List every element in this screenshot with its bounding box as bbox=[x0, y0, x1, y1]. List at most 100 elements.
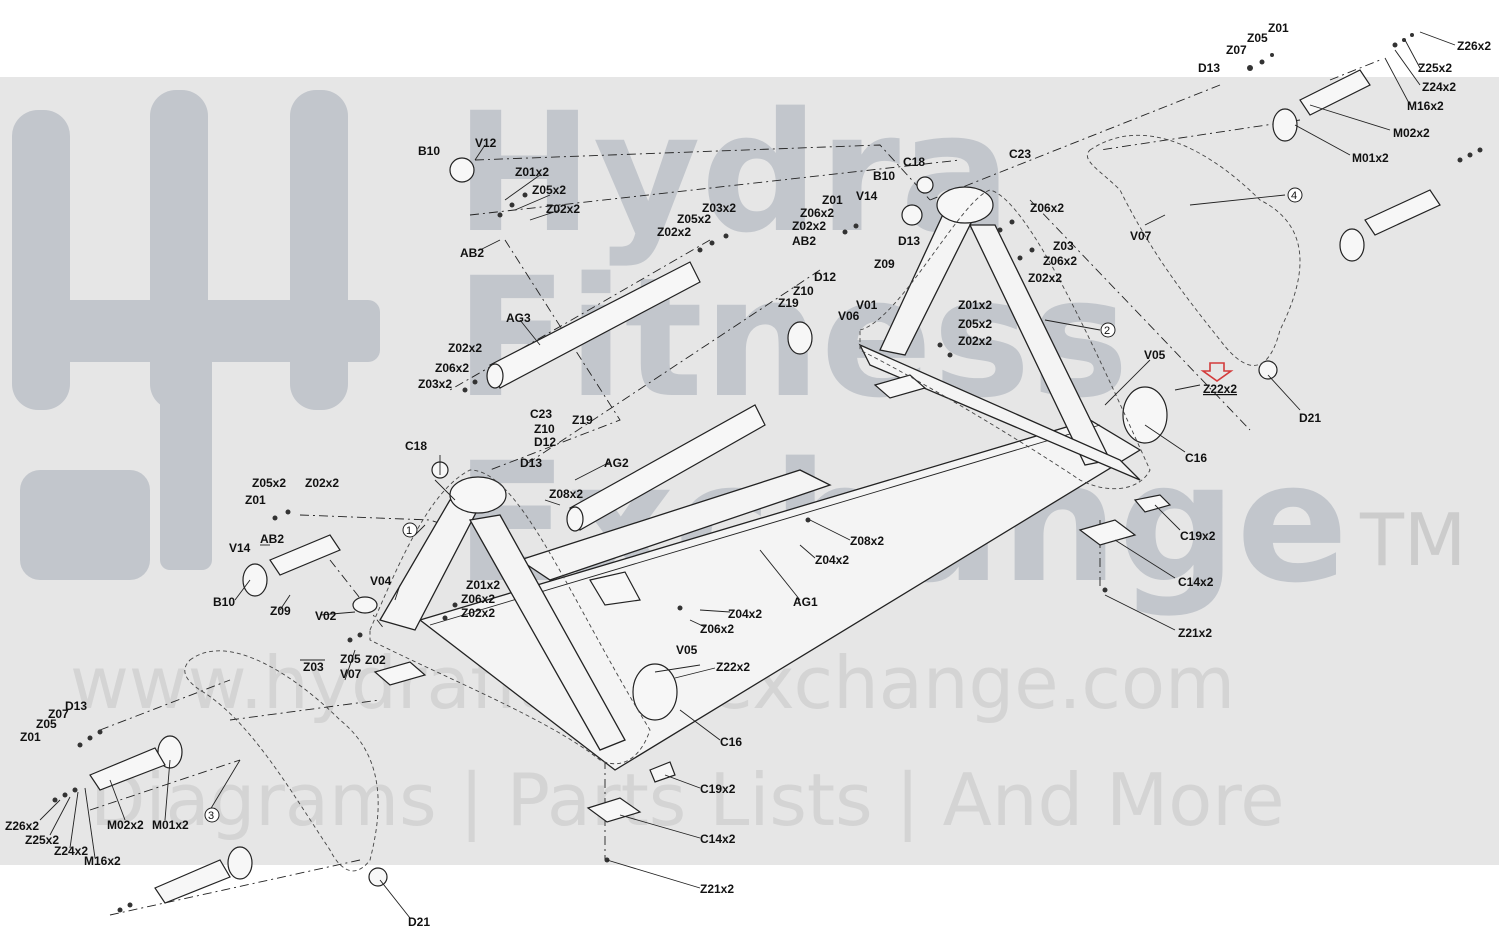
label-Z05x2-leftcluster: Z05x2 bbox=[252, 476, 286, 490]
label-AG2: AG2 bbox=[604, 456, 629, 470]
label-AG1: AG1 bbox=[793, 595, 818, 609]
label-V06: V06 bbox=[838, 309, 860, 323]
label-Z03-mid: Z03 bbox=[1053, 239, 1074, 253]
label-AG3: AG3 bbox=[506, 311, 531, 325]
label-Z05x2-top: Z05x2 bbox=[677, 212, 711, 226]
label-Z01x2: Z01x2 bbox=[515, 165, 549, 179]
label-D13-mid: D13 bbox=[898, 234, 920, 248]
label-D13: D13 bbox=[1198, 61, 1220, 75]
label-Z02x2-mid: Z02x2 bbox=[792, 219, 826, 233]
label-B10: B10 bbox=[418, 144, 440, 158]
label-C18-center: C18 bbox=[405, 439, 427, 453]
label-D13-center: D13 bbox=[520, 456, 542, 470]
label-C23-center: C23 bbox=[530, 407, 552, 421]
watermark-brand-line1: Hydra bbox=[455, 77, 1011, 269]
label-V01: V01 bbox=[856, 298, 878, 312]
main-frame bbox=[379, 186, 1142, 771]
assembly-number-markers: 4 2 1 3 bbox=[204, 187, 1303, 823]
label-V02: V02 bbox=[315, 609, 337, 623]
leader-lines bbox=[39, 31, 1456, 919]
label-M16x2: M16x2 bbox=[1407, 99, 1444, 113]
label-Z22x2-highlighted: Z22x2 bbox=[1203, 382, 1237, 396]
label-Z02x2-left: Z02x2 bbox=[448, 341, 482, 355]
fastener-dots bbox=[52, 33, 1483, 913]
label-Z02x2-top: Z02x2 bbox=[657, 225, 691, 239]
assembly-number-4: 4 bbox=[1291, 190, 1297, 202]
label-V07-left: V07 bbox=[340, 667, 362, 681]
label-D12-mid: D12 bbox=[814, 270, 836, 284]
label-Z21x2-bottom: Z21x2 bbox=[700, 882, 734, 896]
label-Z02x2-mid3: Z02x2 bbox=[958, 334, 992, 348]
assembly-outlines bbox=[184, 134, 1301, 872]
label-Z03-left: Z03 bbox=[303, 660, 324, 674]
label-V04: V04 bbox=[370, 574, 392, 588]
label-Z19-mid: Z19 bbox=[778, 296, 799, 310]
label-M02x2: M02x2 bbox=[1393, 126, 1430, 140]
label-Z02x2-mid2: Z02x2 bbox=[1028, 271, 1062, 285]
label-Z25x2-left: Z25x2 bbox=[25, 833, 59, 847]
label-C19x2-bottom: C19x2 bbox=[700, 782, 736, 796]
label-Z10-center: Z10 bbox=[534, 422, 555, 436]
label-C18: C18 bbox=[903, 155, 925, 169]
label-D13-left: D13 bbox=[65, 699, 87, 713]
label-C16-bottom: C16 bbox=[720, 735, 742, 749]
label-Z05x2-mid: Z05x2 bbox=[958, 317, 992, 331]
foot-plates bbox=[373, 374, 1172, 823]
label-Z01: Z01 bbox=[1268, 21, 1289, 35]
label-Z06x2-mid2: Z06x2 bbox=[1043, 254, 1077, 268]
label-Z06x2-center: Z06x2 bbox=[700, 622, 734, 636]
label-Z19-center: Z19 bbox=[572, 413, 593, 427]
label-C14x2-right: C14x2 bbox=[1178, 575, 1214, 589]
label-Z10-mid: Z10 bbox=[793, 284, 814, 298]
label-Z26x2: Z26x2 bbox=[1457, 39, 1491, 53]
watermark-trademark: TM bbox=[1359, 498, 1466, 582]
label-V05-bottom: V05 bbox=[676, 643, 698, 657]
label-V14-mid: V14 bbox=[856, 189, 878, 203]
label-Z07-left: Z07 bbox=[48, 707, 69, 721]
label-Z01-mid: Z01 bbox=[822, 193, 843, 207]
label-Z06x2-center2: Z06x2 bbox=[461, 592, 495, 606]
label-Z01x2-mid: Z01x2 bbox=[958, 298, 992, 312]
label-Z05x2: Z05x2 bbox=[532, 183, 566, 197]
label-Z06x2: Z06x2 bbox=[1030, 201, 1064, 215]
label-AB2-mid: AB2 bbox=[792, 234, 816, 248]
label-D21-right: D21 bbox=[1299, 411, 1321, 425]
label-Z08x2-center: Z08x2 bbox=[549, 487, 583, 501]
label-Z03x2: Z03x2 bbox=[702, 201, 736, 215]
assembly-number-3: 3 bbox=[208, 810, 214, 822]
label-B10-top: B10 bbox=[873, 169, 895, 183]
label-Z25x2: Z25x2 bbox=[1418, 61, 1452, 75]
label-M01x2: M01x2 bbox=[1352, 151, 1389, 165]
label-Z22x2-bottom: Z22x2 bbox=[716, 660, 750, 674]
label-V05-right: V05 bbox=[1144, 348, 1166, 362]
label-M02x2-left: M02x2 bbox=[107, 818, 144, 832]
label-Z01-leftcluster: Z01 bbox=[245, 493, 266, 507]
label-C23: C23 bbox=[1009, 147, 1031, 161]
label-D12-center: D12 bbox=[534, 435, 556, 449]
label-D21-left: D21 bbox=[408, 915, 430, 929]
label-AB2: AB2 bbox=[460, 246, 484, 260]
trident-logo-icon bbox=[12, 90, 380, 580]
label-Z02-left: Z02 bbox=[365, 653, 386, 667]
watermark-band bbox=[0, 77, 1499, 865]
label-Z08x2-center2: Z08x2 bbox=[850, 534, 884, 548]
label-Z07: Z07 bbox=[1226, 43, 1247, 57]
label-Z21x2-right: Z21x2 bbox=[1178, 626, 1212, 640]
label-Z09-leftcluster: Z09 bbox=[270, 604, 291, 618]
rollers bbox=[89, 69, 1441, 904]
watermark-tagline: Diagrams | Parts Lists | And More bbox=[90, 758, 1285, 843]
label-Z02x2-center: Z02x2 bbox=[461, 606, 495, 620]
label-V14-leftcluster: V14 bbox=[229, 541, 251, 555]
label-Z02x2-leftcluster: Z02x2 bbox=[305, 476, 339, 490]
label-Z06x2-left: Z06x2 bbox=[435, 361, 469, 375]
part-labels: Z01 Z05 Z07 D13 Z26x2 Z25x2 Z24x2 M16x2 … bbox=[5, 21, 1491, 929]
label-Z01x2-center: Z01x2 bbox=[466, 578, 500, 592]
label-Z05-left: Z05 bbox=[340, 652, 361, 666]
label-V12: V12 bbox=[475, 136, 497, 150]
label-M01x2-left: M01x2 bbox=[152, 818, 189, 832]
label-V07-right: V07 bbox=[1130, 229, 1152, 243]
label-Z24x2: Z24x2 bbox=[1422, 80, 1456, 94]
label-C16-right: C16 bbox=[1185, 451, 1207, 465]
label-Z05: Z05 bbox=[1247, 31, 1268, 45]
